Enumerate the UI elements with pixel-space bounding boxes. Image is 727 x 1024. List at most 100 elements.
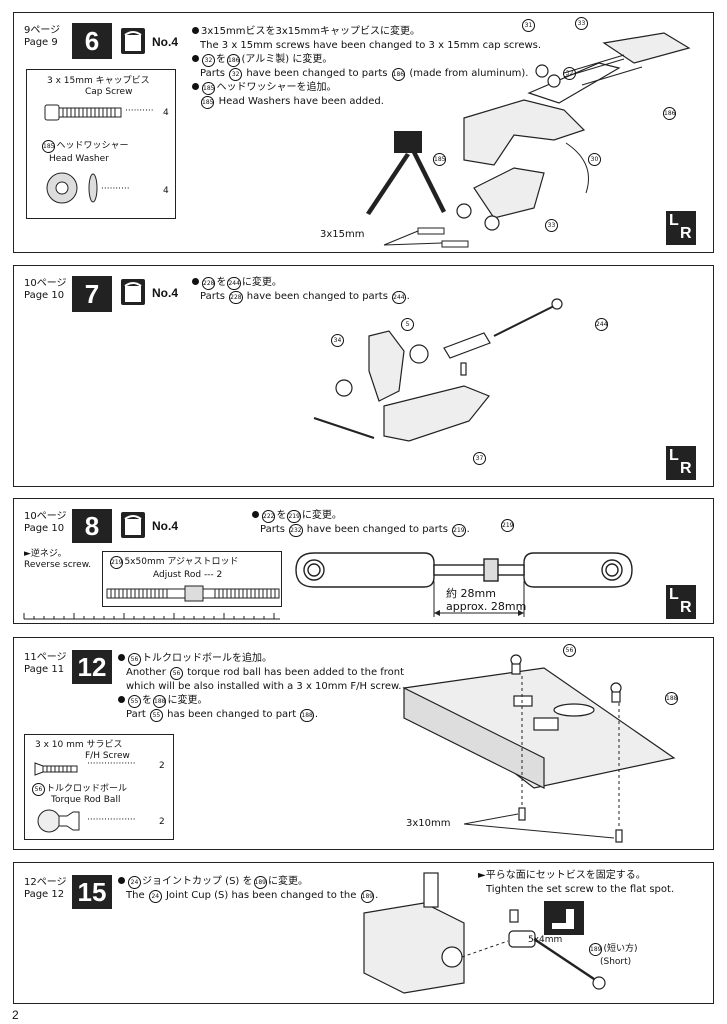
part-callout: 188 bbox=[153, 695, 167, 708]
part-name-en: Adjust Rod bbox=[153, 570, 202, 580]
left-right-icon: L R bbox=[666, 211, 696, 245]
step-number: 7 bbox=[72, 276, 112, 312]
left-right-icon: L R bbox=[666, 446, 696, 480]
note-text: Part bbox=[126, 709, 146, 720]
note-text: . bbox=[375, 890, 379, 901]
adjust-rod-assembly-diagram bbox=[295, 552, 633, 617]
part-callout: 189 bbox=[589, 943, 603, 956]
gearbox-assembly-diagram bbox=[363, 872, 606, 994]
note-text: を bbox=[216, 277, 227, 288]
note-text: Parts bbox=[200, 291, 225, 302]
note-text: を bbox=[142, 695, 152, 706]
part-qty: 2 bbox=[216, 570, 223, 580]
part-callout: 185 bbox=[433, 153, 447, 166]
page-ref: 12ページ Page 12 bbox=[24, 877, 67, 901]
dimension-label: 約 28mm approx. 28mm bbox=[446, 587, 526, 613]
note-text: Another bbox=[126, 667, 166, 678]
part-name-en: Cap Screw bbox=[85, 87, 133, 97]
part-callout: 186 bbox=[227, 54, 241, 67]
part-callout: 32 bbox=[202, 54, 215, 67]
part-callout: 32 bbox=[229, 68, 243, 81]
note-text: has been changed to part bbox=[167, 709, 297, 720]
note-text: Parts bbox=[260, 524, 285, 535]
note-text: The bbox=[126, 890, 145, 901]
page-ref: 10ページ Page 10 bbox=[24, 278, 67, 302]
note-text: ヘッドワッシャーを追加。 bbox=[216, 82, 337, 93]
part-callout: 186 bbox=[391, 68, 406, 81]
part-qty: 2 bbox=[159, 761, 165, 771]
part-callout: 34 bbox=[331, 334, 344, 347]
dimension-en: approx. 28mm bbox=[446, 600, 527, 613]
adjust-rod-icon bbox=[106, 585, 280, 602]
part-callout: 228 bbox=[202, 277, 216, 290]
part-qty: 2 bbox=[159, 817, 165, 827]
callout-en: (Short) bbox=[600, 957, 632, 967]
part-callout: 219 bbox=[501, 519, 515, 532]
part-callout: 5 bbox=[401, 318, 414, 331]
page-ref-jp: 12ページ bbox=[24, 877, 67, 888]
chassis-plate-diagram bbox=[402, 654, 676, 843]
note-text: . bbox=[314, 709, 319, 720]
part-callout: 185 bbox=[42, 140, 56, 153]
lower-arm-assembly-diagram bbox=[313, 298, 563, 442]
screw-size-label: 3x15mm bbox=[320, 229, 365, 240]
note-text: トルクロッドボールを追加。 bbox=[142, 653, 272, 664]
cap-screw-icon bbox=[44, 104, 122, 121]
hex-wrench-icon bbox=[544, 901, 584, 935]
step-number: 8 bbox=[72, 509, 112, 543]
note-1-jp: 3x15mmビスを3x15mmキャップビスに変更。 bbox=[201, 26, 420, 37]
note-text: を bbox=[276, 510, 287, 521]
note-text: Head Washers have been added. bbox=[218, 96, 384, 107]
part-callout: 219 bbox=[110, 556, 124, 569]
part-name-jp: トルクロッドボール bbox=[46, 784, 128, 794]
part-callout: 56 bbox=[32, 783, 45, 796]
step-number: 15 bbox=[72, 875, 112, 909]
step-number: 6 bbox=[72, 23, 112, 59]
note-text: torque rod ball has been added to the fr… bbox=[187, 667, 405, 678]
note-text: (アルミ製) に変更。 bbox=[241, 54, 333, 65]
note-text: Parts bbox=[200, 68, 225, 79]
qty-leader: ·········· bbox=[101, 184, 130, 194]
part-callout: 56 bbox=[128, 653, 141, 666]
part-callout: 56 bbox=[170, 667, 184, 680]
flat-en: Tighten the set screw to the flat spot. bbox=[486, 884, 675, 895]
part-callout: 219 bbox=[452, 524, 466, 537]
note-text: have been changed to parts bbox=[246, 68, 388, 79]
head-washer-icon bbox=[46, 172, 98, 204]
part-callout: 31 bbox=[522, 19, 535, 32]
part-callout: 24 bbox=[148, 890, 162, 903]
page-ref-en: Page 11 bbox=[24, 664, 65, 675]
part-callout: 185 bbox=[202, 82, 216, 95]
part-name-en: Torque Rod Ball bbox=[51, 795, 121, 805]
short-cup-callout: 189(短い方) (Short) bbox=[588, 943, 637, 968]
part-callout: 188 bbox=[300, 709, 314, 722]
part-callout: 232 bbox=[289, 524, 303, 537]
step-6-panel: 9ページ Page 9 6 No.4 3x15mmビスを3x15mmキャップビス… bbox=[13, 12, 714, 253]
part-name-jp: 3 x 15mm キャップビス bbox=[47, 76, 150, 86]
page-ref-en: Page 10 bbox=[24, 290, 65, 301]
ruler-scale bbox=[23, 613, 280, 620]
parts-list: 3 x 15mm キャップビス Cap Screw ·········· 4 1… bbox=[26, 69, 176, 219]
page-ref-jp: 10ページ bbox=[24, 511, 67, 522]
change-notes: 3x15mmビスを3x15mmキャップビスに変更。 The 3 x 15mm s… bbox=[192, 25, 541, 109]
part-callout: 185 bbox=[201, 96, 215, 109]
parts-list: 3 x 10 mm サラビス F/H Screw ···············… bbox=[24, 734, 174, 840]
part-callout: 37 bbox=[473, 452, 486, 465]
flat-spot-note: ►平らな面にセットビスを固定する。 Tighten the set screw … bbox=[478, 870, 675, 895]
note-text: に変更。 bbox=[267, 876, 308, 887]
part-callout: 188 bbox=[665, 692, 679, 705]
page-ref: 9ページ Page 9 bbox=[24, 25, 60, 49]
note-text: (made from aluminum). bbox=[409, 68, 529, 79]
note-text: have been changed to parts bbox=[306, 524, 448, 535]
page-ref: 11ページ Page 11 bbox=[24, 652, 67, 676]
page-ref-jp: 10ページ bbox=[24, 278, 67, 289]
dimension-jp: 約 28mm bbox=[446, 587, 496, 600]
note-text: ジョイントカップ (S) を bbox=[142, 876, 253, 887]
